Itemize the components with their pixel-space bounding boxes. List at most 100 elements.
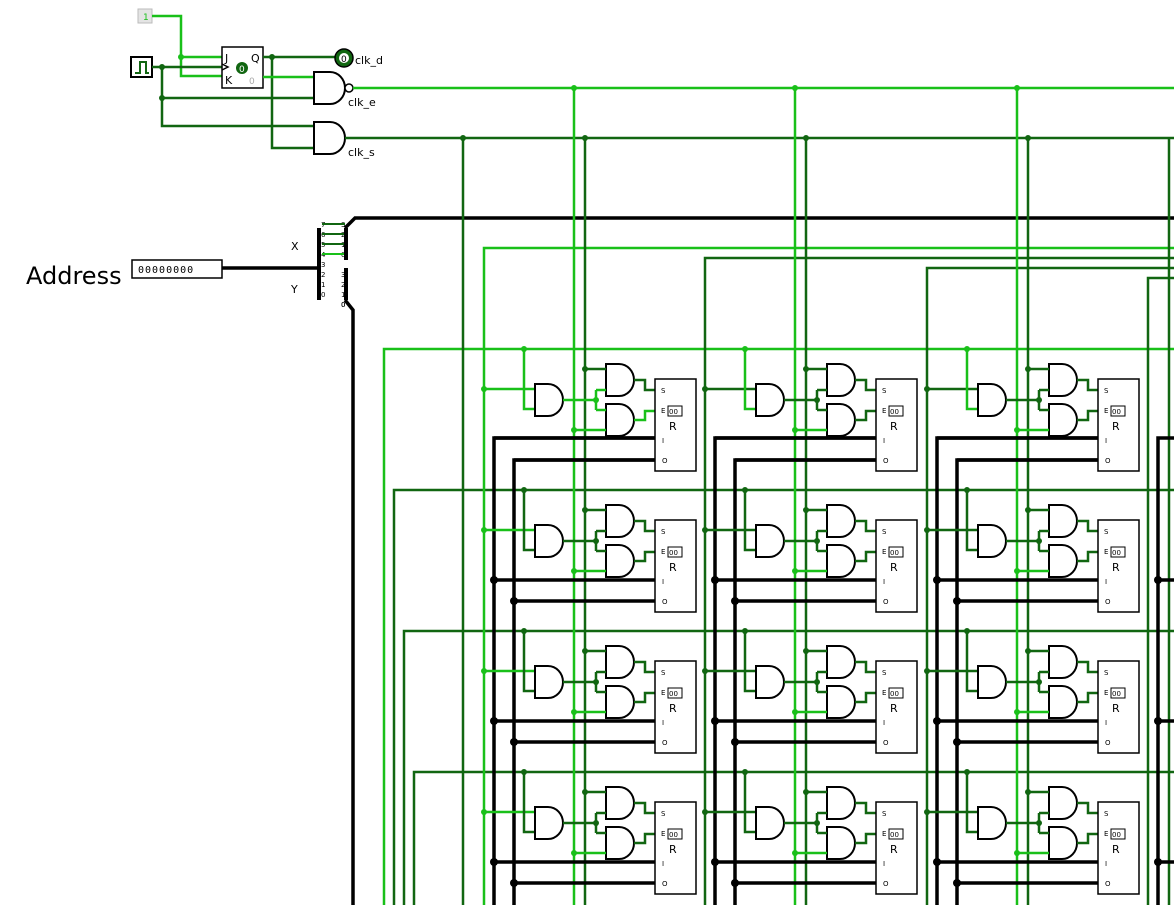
junction-dot xyxy=(702,668,708,674)
register-pin-e: E xyxy=(661,407,665,415)
wire xyxy=(482,246,1174,905)
store-and-gate[interactable] xyxy=(826,645,856,679)
wire xyxy=(925,266,1174,905)
ff-k-value: 0 xyxy=(249,77,255,87)
register-pin-e: E xyxy=(661,548,665,556)
wire xyxy=(855,409,877,422)
register-pin-e: E xyxy=(882,548,886,556)
enable-and-gate[interactable] xyxy=(1048,826,1078,860)
clk-s-and-gate[interactable] xyxy=(313,121,346,155)
splitter-y-bar xyxy=(344,268,348,300)
register-box[interactable] xyxy=(875,660,918,754)
store-and-gate[interactable] xyxy=(605,645,635,679)
splitter-y-bit: 0 xyxy=(341,301,345,309)
register-box[interactable] xyxy=(1097,660,1140,754)
enable-and-gate[interactable] xyxy=(605,403,635,437)
enable-and-gate[interactable] xyxy=(605,685,635,719)
register-symbol: R xyxy=(669,702,677,715)
wire xyxy=(965,349,980,411)
register-symbol: R xyxy=(1112,843,1120,856)
wire xyxy=(1077,691,1099,704)
select-and-gate[interactable] xyxy=(534,524,564,558)
register-pin-o: O xyxy=(1105,457,1111,465)
junction-dot xyxy=(481,809,487,815)
register-box[interactable] xyxy=(654,660,697,754)
enable-and-gate[interactable] xyxy=(826,826,856,860)
junction-dot xyxy=(481,527,487,533)
store-and-gate[interactable] xyxy=(1048,786,1078,820)
register-pin-i: I xyxy=(1105,437,1107,445)
register-pin-e: E xyxy=(1104,689,1108,697)
junction-dot xyxy=(964,769,970,775)
wire xyxy=(1077,660,1099,674)
select-and-gate[interactable] xyxy=(755,524,785,558)
register-value-box xyxy=(667,546,683,558)
junction-dot xyxy=(1025,789,1031,795)
register-symbol: R xyxy=(669,420,677,433)
store-and-gate[interactable] xyxy=(1048,645,1078,679)
enable-and-gate[interactable] xyxy=(826,403,856,437)
junction-dot xyxy=(571,568,577,574)
select-and-gate[interactable] xyxy=(755,383,785,417)
enable-and-gate[interactable] xyxy=(605,544,635,578)
store-and-gate[interactable] xyxy=(1048,363,1078,397)
wire xyxy=(522,772,537,834)
register-value: 00 xyxy=(1112,549,1121,557)
register-box[interactable] xyxy=(875,801,918,895)
select-and-gate[interactable] xyxy=(977,383,1007,417)
store-and-gate[interactable] xyxy=(1048,504,1078,538)
select-and-gate[interactable] xyxy=(755,665,785,699)
register-box[interactable] xyxy=(654,519,697,613)
store-and-gate[interactable] xyxy=(605,363,635,397)
select-and-gate[interactable] xyxy=(977,665,1007,699)
junction-dot xyxy=(702,809,708,815)
address-label: Address xyxy=(26,262,122,290)
register-pin-s: S xyxy=(882,387,887,395)
register-box[interactable] xyxy=(1097,801,1140,895)
select-and-gate[interactable] xyxy=(534,665,564,699)
register-box[interactable] xyxy=(875,519,918,613)
junction-dot xyxy=(1025,135,1031,141)
junction-dot xyxy=(702,386,708,392)
splitter-bit-in: 1 xyxy=(321,281,325,289)
store-and-gate[interactable] xyxy=(826,786,856,820)
select-and-gate[interactable] xyxy=(755,806,785,840)
address-splitter[interactable] xyxy=(317,228,321,300)
store-and-gate[interactable] xyxy=(826,363,856,397)
wire xyxy=(392,488,1174,905)
store-and-gate[interactable] xyxy=(605,504,635,538)
register-value-box xyxy=(888,828,904,840)
enable-and-gate[interactable] xyxy=(1048,403,1078,437)
register-pin-o: O xyxy=(1105,880,1111,888)
junction-dot xyxy=(742,346,748,352)
enable-and-gate[interactable] xyxy=(605,826,635,860)
junction-dot xyxy=(481,668,487,674)
junction-dot xyxy=(1014,427,1020,433)
select-and-gate[interactable] xyxy=(977,806,1007,840)
store-and-gate[interactable] xyxy=(605,786,635,820)
enable-and-gate[interactable] xyxy=(1048,685,1078,719)
enable-and-gate[interactable] xyxy=(1048,544,1078,578)
store-and-gate[interactable] xyxy=(826,504,856,538)
select-and-gate[interactable] xyxy=(977,524,1007,558)
register-box[interactable] xyxy=(654,378,697,472)
select-and-gate[interactable] xyxy=(534,806,564,840)
register-pin-o: O xyxy=(883,880,889,888)
enable-and-gate[interactable] xyxy=(826,544,856,578)
register-box[interactable] xyxy=(654,801,697,895)
register-value: 00 xyxy=(669,690,678,698)
register-pin-s: S xyxy=(1104,810,1109,818)
register-box[interactable] xyxy=(1097,519,1140,613)
clk-e-nand-gate[interactable] xyxy=(313,71,346,105)
enable-and-gate[interactable] xyxy=(826,685,856,719)
register-box[interactable] xyxy=(875,378,918,472)
wire xyxy=(382,347,1174,905)
select-and-gate[interactable] xyxy=(534,383,564,417)
register-box[interactable] xyxy=(1097,378,1140,472)
